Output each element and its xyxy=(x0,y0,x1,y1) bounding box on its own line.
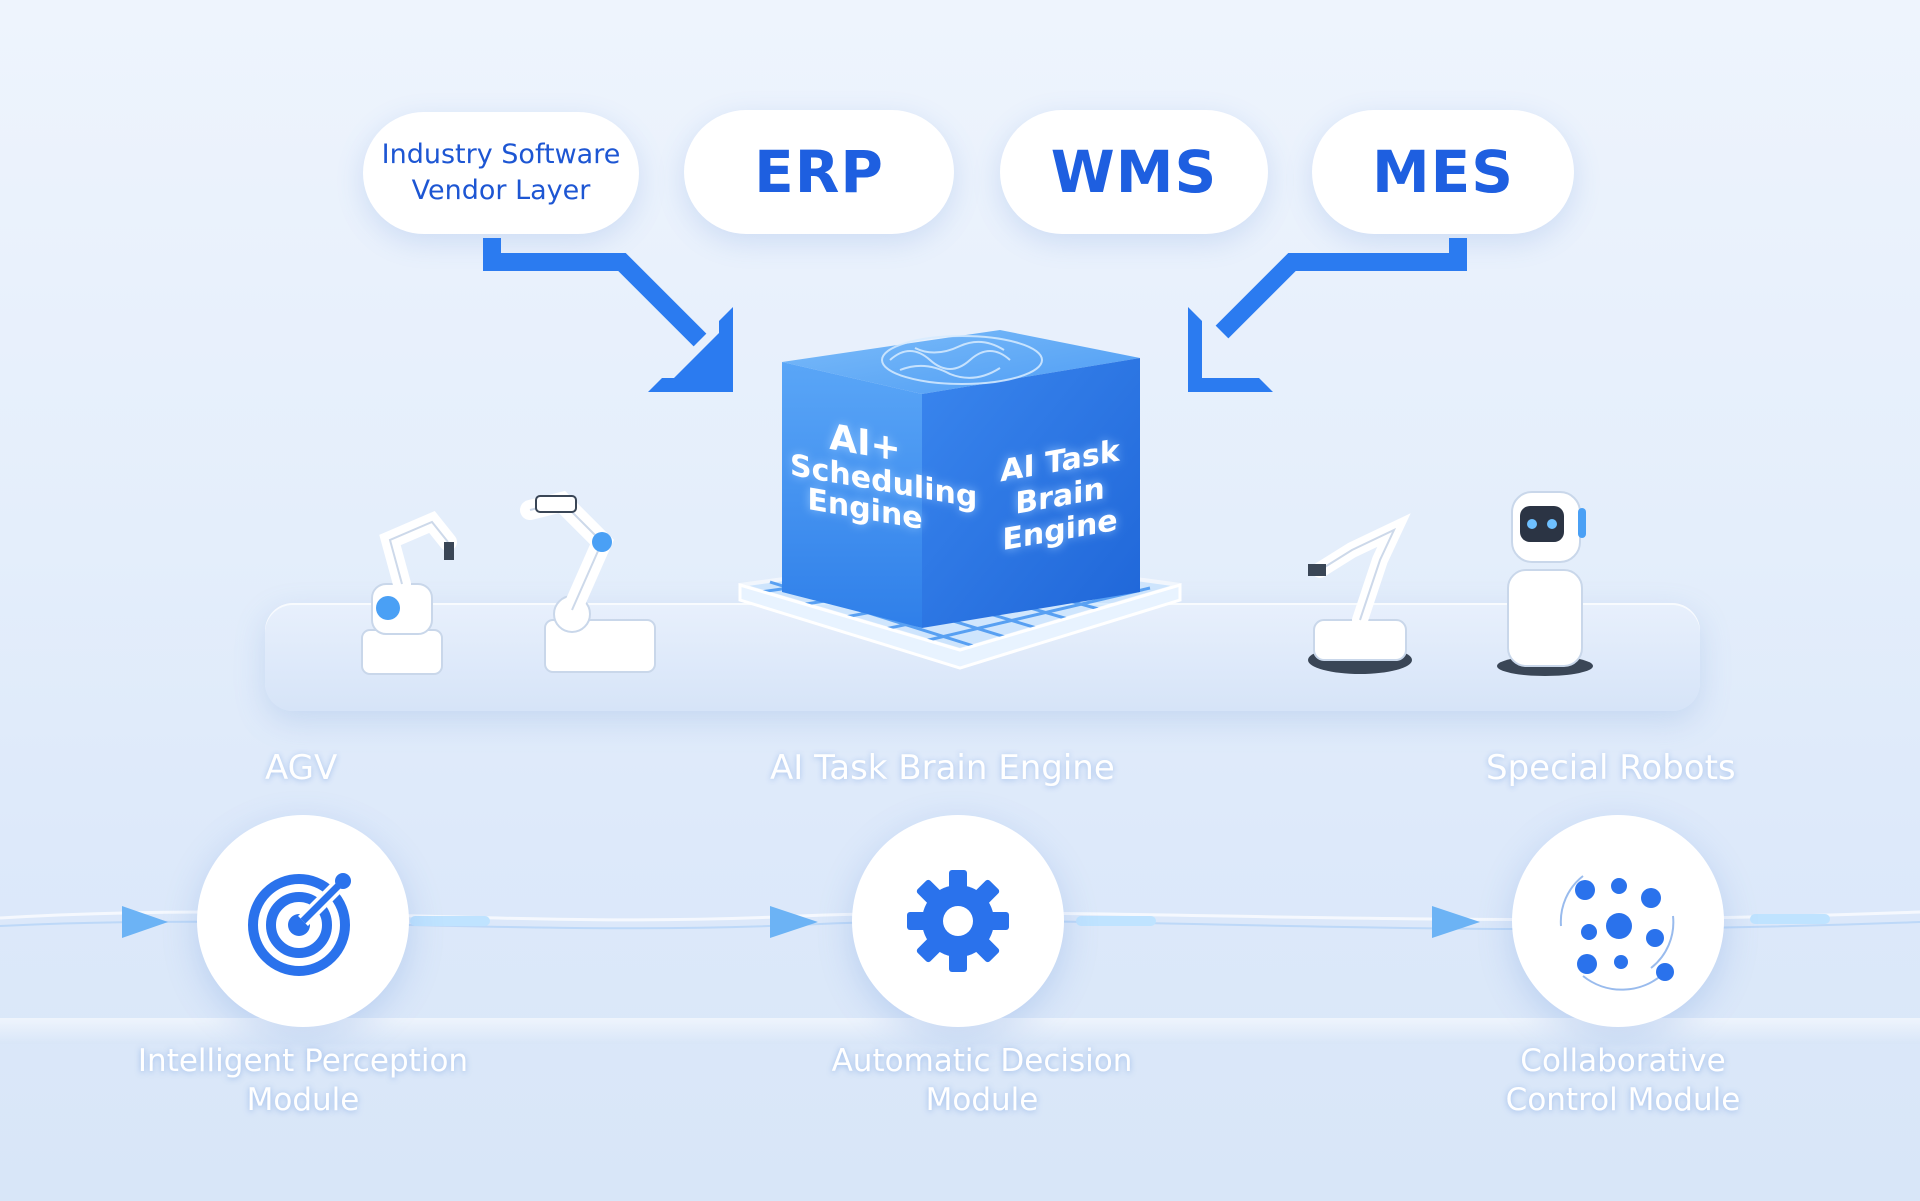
service-robot-icon xyxy=(1497,491,1593,676)
agv-robots xyxy=(361,490,656,675)
target-icon xyxy=(248,873,351,976)
robot-arm-1-icon xyxy=(361,511,457,675)
wms-label: WMS xyxy=(1050,138,1218,206)
ai-brain-cube xyxy=(738,330,1182,670)
decision-label-line2: Module xyxy=(925,1081,1039,1118)
agv-label: AGV xyxy=(265,748,338,788)
left-arrowhead xyxy=(660,319,733,392)
erp-label: ERP xyxy=(754,138,884,206)
perception-label-line2: Module xyxy=(246,1081,360,1118)
flow-arrowhead-3 xyxy=(1432,906,1480,938)
decision-module-label: Automatic Decision Module xyxy=(772,1042,1192,1120)
special-robots xyxy=(1308,491,1593,676)
left-arrow xyxy=(483,238,707,347)
control-module-circle xyxy=(1512,815,1724,1027)
right-arrowhead xyxy=(1188,307,1273,392)
decision-label-line1: Automatic Decision xyxy=(831,1043,1133,1079)
perception-module-label: Intelligent Perception Module xyxy=(93,1042,513,1120)
wms-pill: WMS xyxy=(1000,110,1268,234)
mes-pill: MES xyxy=(1312,110,1574,234)
right-arrow xyxy=(1215,238,1467,339)
mes-label: MES xyxy=(1371,138,1515,206)
ai-task-brain-label: AI Task Brain Engine xyxy=(770,748,1115,788)
decision-module-circle xyxy=(852,815,1064,1027)
control-module-label: Collaborative Control Module xyxy=(1413,1042,1833,1120)
control-label-line1: Collaborative xyxy=(1520,1043,1726,1079)
network-icon xyxy=(1559,875,1675,991)
perception-module-circle xyxy=(197,815,409,1027)
control-label-line2: Control Module xyxy=(1505,1081,1741,1118)
gear-icon xyxy=(907,870,1009,972)
perception-label-line1: Intelligent Perception xyxy=(137,1043,469,1079)
erp-pill: ERP xyxy=(684,110,954,234)
flow-arrowhead-1 xyxy=(122,906,168,938)
brain-icon xyxy=(881,335,1043,385)
robot-arm-3-icon xyxy=(1308,513,1412,674)
vendor-layer-pill: Industry Software Vendor Layer xyxy=(363,112,639,234)
robot-arm-2-icon xyxy=(520,490,656,673)
flow-arrowhead-2 xyxy=(770,906,818,938)
vendor-layer-line1: Industry Software xyxy=(381,138,621,170)
special-robots-label: Special Robots xyxy=(1486,748,1736,788)
vendor-layer-line2: Vendor Layer xyxy=(411,175,591,206)
